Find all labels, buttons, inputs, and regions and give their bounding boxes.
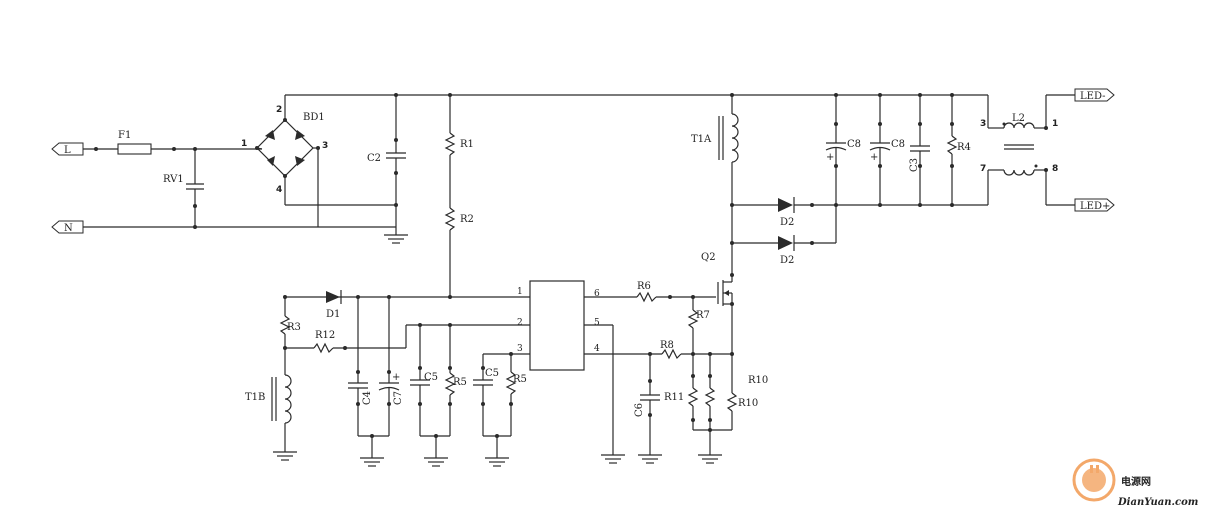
capacitor-c8-b: + [869, 95, 891, 205]
label-c5-pin2: C5 [424, 372, 438, 383]
choke-l2 [987, 94, 1075, 206]
varistor-rv1 [186, 149, 204, 227]
label-r12: R12 [315, 330, 335, 341]
ic-pin-5: 5 [594, 318, 600, 328]
bd1-pin-2: 2 [276, 105, 282, 115]
label-r10-b: R10 [738, 398, 758, 409]
port-led-plus-label: LED+ [1080, 201, 1110, 212]
label-r10-a: R10 [748, 375, 768, 386]
label-r8: R8 [660, 340, 674, 351]
label-r11: R11 [664, 392, 684, 403]
port-led-plus: LED+ [1074, 198, 1115, 212]
capacitor-c6 [638, 354, 662, 464]
label-c3: C3 [909, 158, 920, 172]
resistor-r5-pin2 [444, 325, 456, 436]
capacitor-c4 [348, 297, 368, 436]
label-c2: C2 [367, 153, 381, 164]
l2-pin-8: 8 [1052, 164, 1058, 174]
watermark-cn: 电源网 [1121, 475, 1151, 488]
resistor-r12 [285, 323, 530, 354]
transformer-t1a [718, 95, 739, 245]
capacitor-c3 [910, 95, 930, 205]
label-r7: R7 [696, 310, 710, 321]
ic-pin-1: 1 [517, 287, 523, 297]
label-rv1: RV1 [163, 174, 184, 185]
resistor-r11 [687, 354, 699, 430]
resistor-r2 [444, 207, 456, 299]
resistor-r7 [687, 297, 699, 354]
resistor-r5-pin3 [505, 354, 517, 436]
diode-d2-upper [732, 197, 988, 213]
label-d1: D1 [326, 309, 340, 320]
mosfet-q2 [717, 243, 734, 354]
capacitor-c5-pin2 [410, 325, 430, 436]
capacitor-c2 [384, 95, 408, 244]
l2-pin-1: 1 [1052, 119, 1058, 129]
label-f1: F1 [118, 130, 131, 141]
bd1-pin-3: 3 [322, 141, 328, 151]
bd1-pin-1: 1 [241, 139, 247, 149]
capacitor-c7: + [378, 297, 400, 436]
label-c6: C6 [634, 403, 645, 417]
port-n: N [51, 220, 84, 234]
ic-pin-2: 2 [517, 318, 523, 328]
port-led-minus: LED- [1074, 88, 1115, 102]
label-r4: R4 [957, 142, 971, 153]
c8-b-plus: + [870, 152, 878, 163]
port-n-label: N [64, 223, 73, 234]
control-ic [529, 280, 585, 371]
capacitor-c8-a: + [825, 95, 847, 205]
label-r1: R1 [460, 139, 474, 150]
resistor-r10-b [726, 354, 738, 430]
label-c5-pin3: C5 [485, 368, 499, 379]
bd1-pin-4: 4 [276, 185, 282, 195]
resistor-r3 [279, 297, 291, 375]
label-c8-a: C8 [847, 139, 861, 150]
bridge-rectifier-bd1 [255, 95, 320, 227]
resistor-r4 [946, 95, 958, 205]
label-t1a: T1A [691, 134, 712, 145]
fuse-f1 [117, 143, 152, 155]
resistor-r1 [444, 95, 456, 208]
ic-pin-6: 6 [594, 289, 600, 299]
port-led-minus-label: LED- [1080, 91, 1106, 102]
label-l2: L2 [1012, 113, 1025, 124]
c8-a-plus: + [826, 152, 834, 163]
resistor-r10-a [704, 354, 716, 430]
label-c4: C4 [362, 391, 373, 405]
label-r5-pin3: R5 [513, 374, 527, 385]
label-c7: C7 [393, 391, 404, 405]
label-q2: Q2 [701, 252, 716, 263]
label-r5-pin2: R5 [453, 377, 467, 388]
capacitor-c5-pin3 [473, 354, 493, 436]
label-r2: R2 [460, 214, 474, 225]
label-r6: R6 [637, 281, 651, 292]
watermark-logo: 电源网 DianYuan.com [1072, 458, 1198, 508]
transformer-t1b [271, 374, 297, 461]
c7-plus: + [392, 372, 400, 383]
l2-pin-3: 3 [980, 119, 986, 129]
resistor-r8 [584, 348, 734, 360]
port-l-label: L [64, 145, 71, 156]
diode-d1 [326, 290, 342, 304]
diode-d2-lower [732, 205, 837, 251]
label-c8-b: C8 [891, 139, 905, 150]
label-t1b: T1B [245, 392, 265, 403]
label-d2-upper: D2 [780, 217, 794, 228]
label-d2-lower: D2 [780, 255, 794, 266]
resistor-r6 [584, 291, 716, 303]
watermark-en: DianYuan.com [1117, 497, 1198, 508]
port-l: L [51, 142, 84, 156]
ic-pin-4: 4 [594, 344, 600, 354]
l2-pin-7: 7 [980, 164, 986, 174]
ic-pin-3: 3 [517, 344, 523, 354]
label-bd1: BD1 [303, 112, 325, 123]
label-r3: R3 [287, 322, 301, 333]
